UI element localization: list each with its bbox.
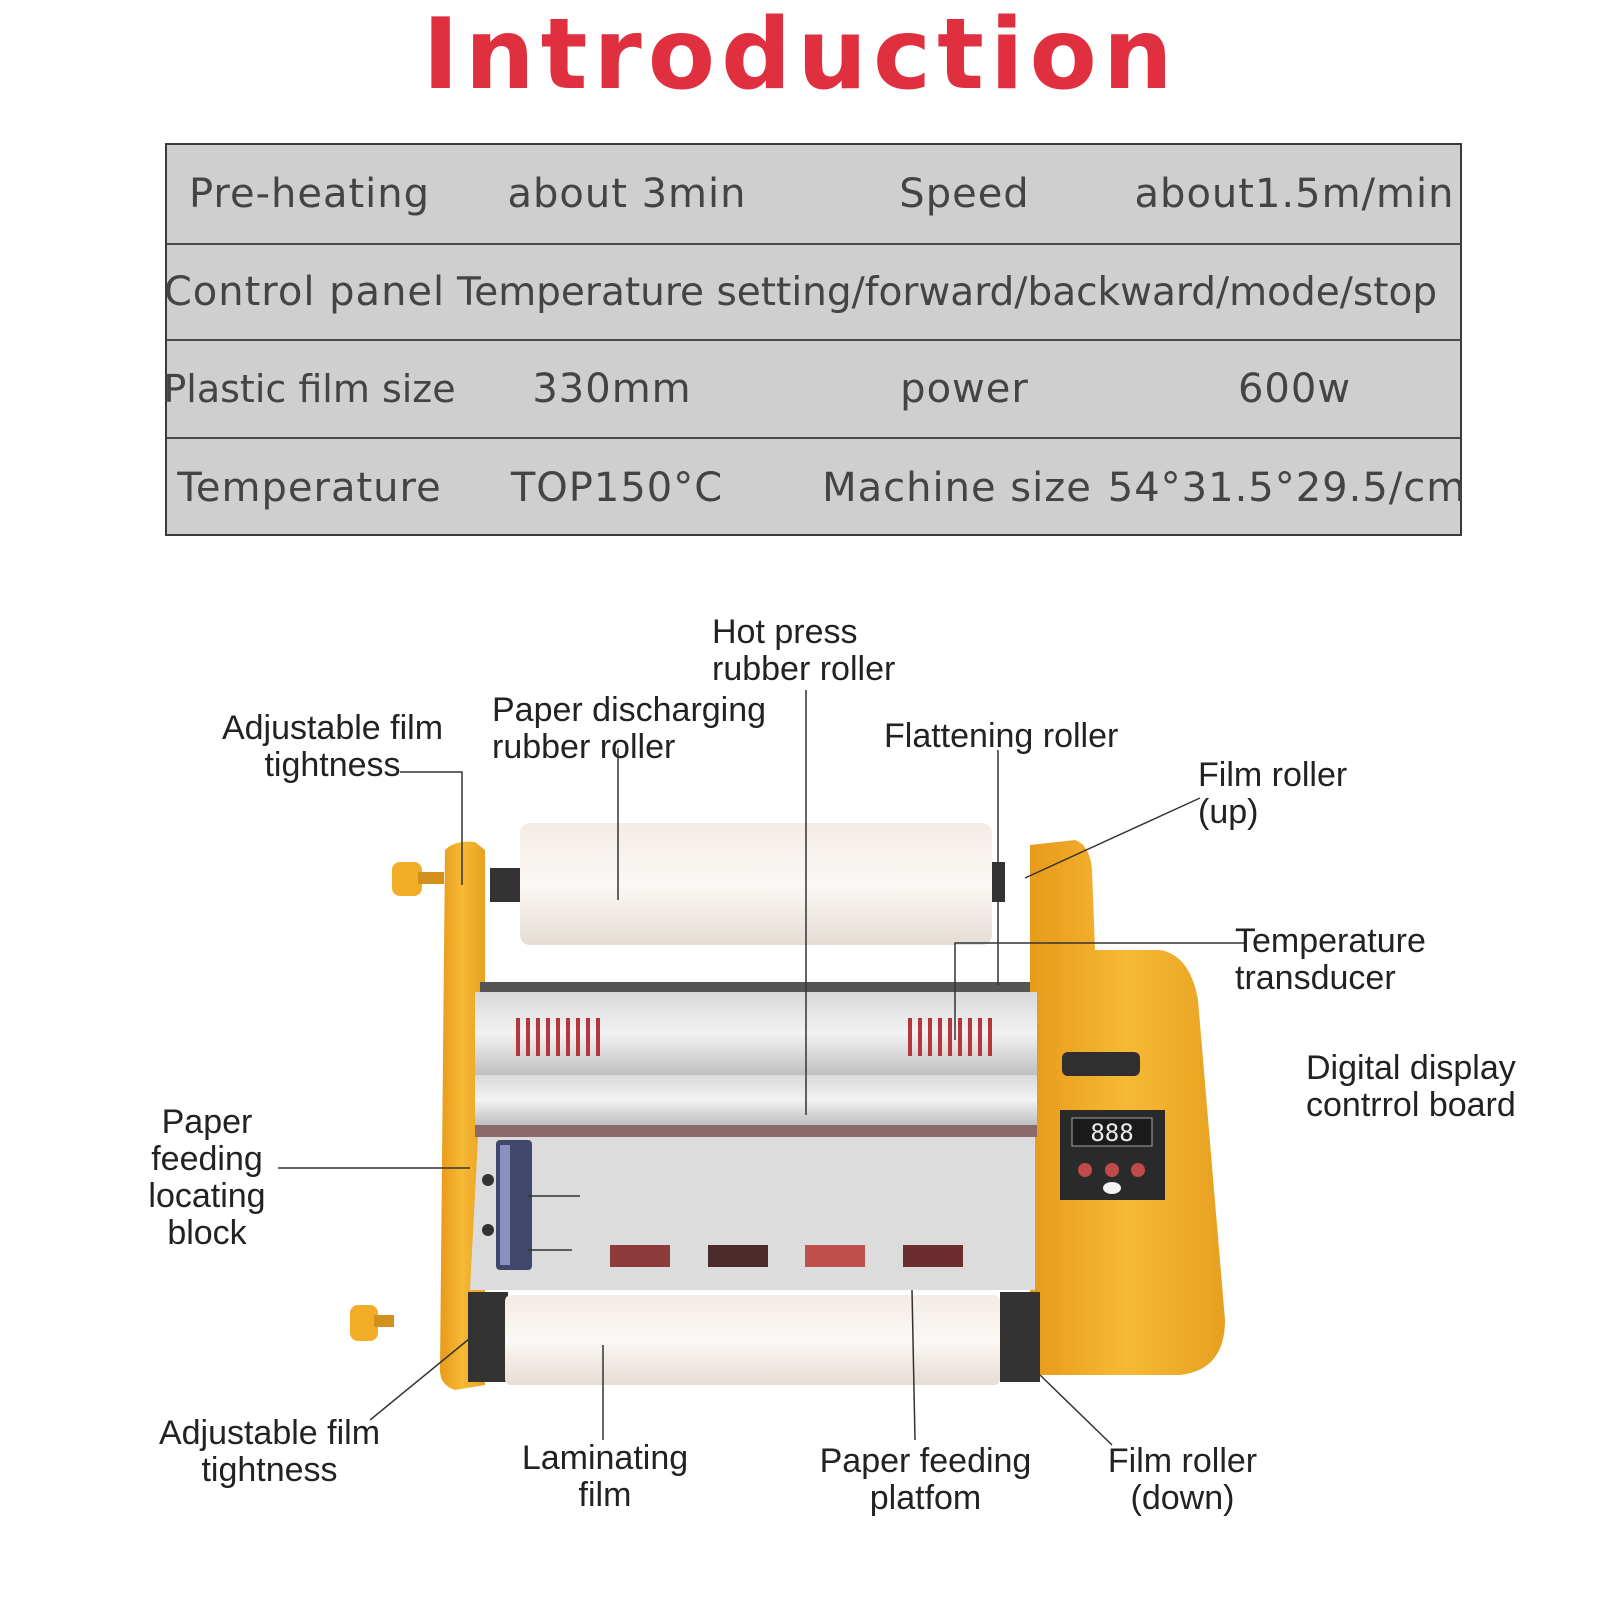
- label-film-roller-up: Film roller(up): [1198, 756, 1348, 831]
- label-flattening-roller: Flattening roller: [884, 717, 1119, 755]
- spec-table: Pre-heating about 3min Speed about1.5m/m…: [163, 143, 1467, 536]
- film-roller-up: [520, 823, 992, 945]
- platform-diagrams: [610, 1245, 963, 1267]
- spec-value: Temperature setting/forward/backward/mod…: [457, 269, 1438, 315]
- page-title: Introduction: [422, 0, 1179, 112]
- spec-label: Plastic film size: [163, 367, 456, 411]
- spec-label: Pre-heating: [188, 171, 431, 217]
- spec-label: Speed: [899, 171, 1030, 217]
- spec-value: 600w: [1237, 366, 1352, 412]
- spec-label: Machine size: [822, 464, 1092, 511]
- spec-row: Control panel Temperature setting/forwar…: [163, 245, 1460, 341]
- spec-label: power: [900, 366, 1029, 412]
- digital-display: [1071, 1117, 1153, 1147]
- hot-press-roller: [475, 1075, 1037, 1125]
- spec-row: Plastic film size 330mm power 600w: [163, 341, 1460, 439]
- label-film-roller-down: Film roller(down): [1107, 1442, 1258, 1517]
- spec-value: TOP150°C: [510, 464, 724, 511]
- knob-bottom: [350, 1305, 378, 1341]
- laminator-diagram: 888: [278, 690, 1245, 1446]
- knob-top: [392, 862, 422, 896]
- spec-label: Control panel: [163, 269, 446, 315]
- left-vent: [516, 1018, 600, 1056]
- spec-value: 330mm: [532, 366, 692, 412]
- display-digits: 888: [1090, 1119, 1133, 1147]
- paper-feeding-platform: [470, 1137, 1035, 1290]
- brand-logo: [1062, 1052, 1140, 1076]
- film-roller-down: [505, 1295, 1000, 1385]
- right-housing: [1030, 840, 1225, 1375]
- spec-value: about 3min: [507, 171, 747, 217]
- spec-row: Pre-heating about 3min Speed about1.5m/m…: [167, 145, 1460, 245]
- spec-row: Temperature TOP150°C Machine size 54°31.…: [167, 439, 1467, 536]
- right-vent: [908, 1018, 992, 1056]
- spec-value: 54°31.5°29.5/cm: [1107, 464, 1467, 511]
- spec-label: Temperature: [177, 464, 442, 511]
- spec-value: about1.5m/min: [1134, 171, 1455, 217]
